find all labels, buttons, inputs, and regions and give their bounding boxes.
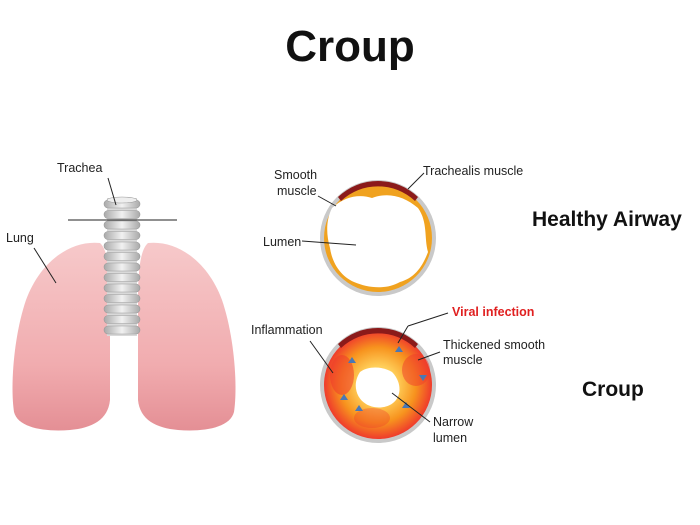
narrow-lumen <box>355 367 400 408</box>
thickened-pointer <box>417 351 441 361</box>
narrow-label-1: Narrow <box>433 415 474 429</box>
right-lung <box>138 242 236 431</box>
inflammation-patch <box>330 355 354 395</box>
left-lung <box>12 242 110 431</box>
arrow-markers <box>340 346 427 411</box>
arrow-icon <box>419 375 427 381</box>
cartilage-ring <box>103 220 141 230</box>
viral-infection-label: Viral infection <box>452 305 534 319</box>
page-title: Croup <box>285 22 415 71</box>
cartilage-ring <box>103 252 141 261</box>
smooth-muscle-pointer <box>317 195 337 207</box>
cartilage-ring <box>103 283 141 293</box>
viral-pointer <box>407 312 449 327</box>
arrow-icon <box>340 394 348 400</box>
cartilage-ring <box>103 231 141 240</box>
cartilage-ring <box>103 273 141 282</box>
smooth-muscle-label-2: muscle <box>277 184 317 198</box>
trachealis-muscle-label: Trachealis muscle <box>423 164 523 178</box>
croup-airway-cross-section <box>309 312 449 443</box>
narrow-label-2: lumen <box>433 431 467 445</box>
lung-label: Lung <box>6 231 34 245</box>
trachea-label: Trachea <box>57 161 102 175</box>
lumen-label: Lumen <box>263 235 301 249</box>
inflammation-pointer <box>309 340 334 374</box>
healthy-airway-cross-section <box>301 172 436 296</box>
cartilage-ring <box>103 325 141 335</box>
inflammation-patch <box>402 354 430 386</box>
thickened-label-2: muscle <box>443 353 483 367</box>
smooth-muscle-label-1: Smooth <box>274 168 317 182</box>
trachea-opening <box>106 196 138 204</box>
thickened-label-1: Thickened smooth <box>443 338 545 352</box>
trachealis-pointer <box>407 172 425 190</box>
inflammation-patch <box>354 408 390 428</box>
cartilage-ring <box>103 304 141 314</box>
trachea-illustration <box>103 196 141 336</box>
lumen-pointer <box>301 240 357 246</box>
croup-muscle-band <box>338 328 418 348</box>
arrow-icon <box>355 405 363 411</box>
cartilage-ring <box>103 315 141 324</box>
cartilage-ring <box>103 294 141 303</box>
arrow-icon <box>402 402 410 408</box>
healthy-airway-heading: Healthy Airway <box>532 208 682 231</box>
inflammation-label: Inflammation <box>251 323 323 337</box>
viral-pointer-2 <box>397 325 409 344</box>
cartilage-ring <box>103 210 141 219</box>
trachea-pointer <box>107 177 117 206</box>
cartilage-ring <box>103 262 141 272</box>
cartilage-ring <box>103 241 141 251</box>
lung-pointer <box>33 247 57 284</box>
arrow-icon <box>348 357 356 363</box>
narrow-lumen-pointer <box>391 392 431 423</box>
healthy-lumen <box>327 195 428 288</box>
lungs-illustration <box>12 242 236 431</box>
trachealis-muscle-band <box>338 181 418 201</box>
arrow-icon <box>395 346 403 352</box>
croup-heading: Croup <box>582 378 644 401</box>
